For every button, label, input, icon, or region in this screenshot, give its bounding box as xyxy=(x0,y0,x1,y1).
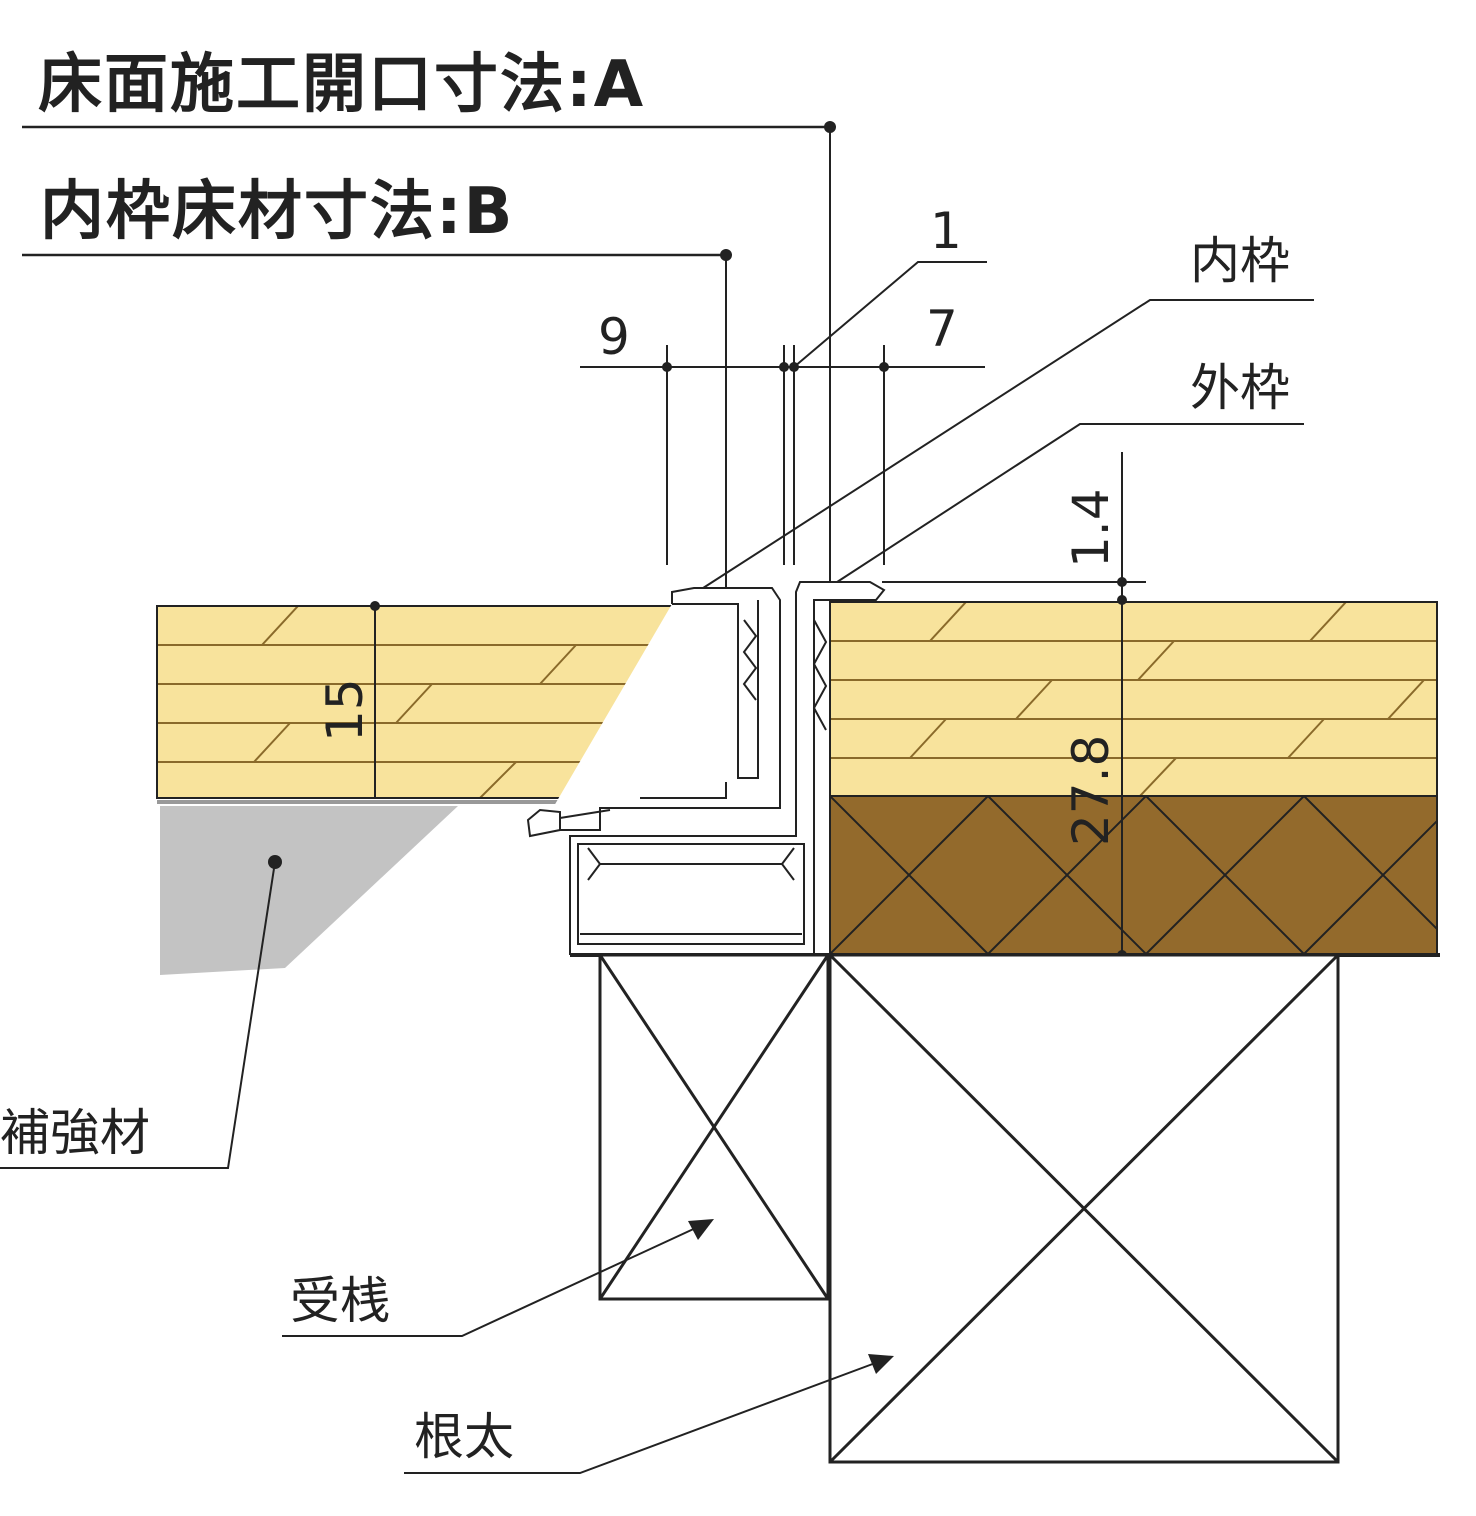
label-inner-frame: 内枠 xyxy=(1190,232,1290,290)
inner-frame-leader xyxy=(699,299,1314,591)
dimension-15-dot xyxy=(370,601,380,611)
joist-leader xyxy=(404,1354,894,1474)
dimension-1-leader xyxy=(793,261,987,368)
right-floor-board xyxy=(829,601,1438,797)
dimension-1-4-text: 1.4 xyxy=(1062,488,1120,568)
dimension-9-text: 9 xyxy=(598,308,630,366)
dimension-7-dot xyxy=(879,362,889,372)
title-inner-frame-floor-b: 内枠床材寸法:B xyxy=(40,175,514,249)
dimension-27-8-text: 27.8 xyxy=(1062,735,1120,846)
title-floor-opening-a: 床面施工開口寸法:A xyxy=(38,48,645,122)
outer-frame-leader xyxy=(833,423,1304,585)
label-joist: 根太 xyxy=(414,1408,514,1466)
label-outer-frame: 外枠 xyxy=(1190,359,1290,417)
joist xyxy=(828,953,1340,1464)
reinforcement-leader xyxy=(0,861,276,1169)
receiving-beam xyxy=(598,953,830,1301)
label-reinforcement: 補強材 xyxy=(0,1104,150,1162)
receiving-beam-leader xyxy=(282,1219,714,1337)
dimension-15-text: 15 xyxy=(316,678,374,742)
dimension-7-text: 7 xyxy=(926,300,958,358)
dimension-1-text: 1 xyxy=(930,202,962,260)
label-receiving-beam: 受桟 xyxy=(290,1272,390,1330)
outer-frame-profile xyxy=(569,581,886,955)
inner-frame-profile xyxy=(526,587,781,838)
dimension-9-dot xyxy=(662,362,672,372)
dimension-1-dot-a xyxy=(779,362,789,372)
reinforcement-block xyxy=(160,806,458,975)
plywood-layer xyxy=(829,795,1438,955)
